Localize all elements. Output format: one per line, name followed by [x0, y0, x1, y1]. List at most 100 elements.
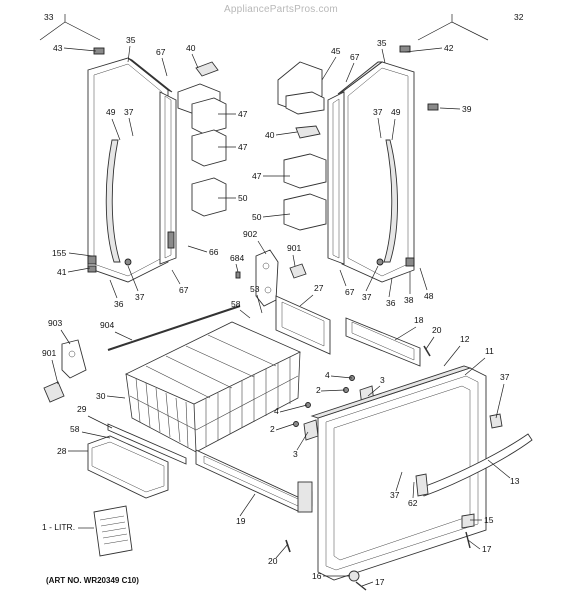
left-drawer-cover: [87, 435, 169, 499]
callout-leader: [111, 118, 121, 141]
right-dairy-door: [295, 125, 321, 139]
callout-leader: [275, 543, 289, 559]
callout-c35r: 35: [377, 38, 387, 48]
callout-c47c: 47: [252, 171, 262, 181]
right-door-bins: [277, 61, 327, 231]
callout-c42: 42: [444, 43, 454, 53]
callout-leader: [187, 245, 208, 253]
callout-leader: [106, 395, 126, 399]
callout-leader: [60, 329, 71, 345]
callout-leader: [495, 383, 505, 419]
callout-c1litr: 1 - LITR.: [42, 522, 75, 532]
callout-leader: [257, 240, 267, 255]
left-slide: [107, 423, 187, 465]
callout-leader: [412, 481, 415, 499]
callout-leader: [299, 294, 314, 307]
callout-leader: [67, 267, 91, 273]
callout-leader: [419, 267, 428, 291]
center-bracket: [275, 295, 331, 355]
callout-leader: [377, 117, 382, 139]
left-cable-parts: [43, 305, 241, 403]
callout-leader: [279, 404, 308, 413]
callout-leader: [114, 331, 133, 341]
callout-c4b: 4: [274, 406, 279, 416]
callout-c30: 30: [96, 391, 106, 401]
right-rail: [345, 317, 421, 367]
callout-leader: [87, 415, 113, 429]
callout-c33: 33: [44, 12, 54, 22]
callout-leader: [235, 263, 239, 273]
callout-leader: [275, 423, 295, 431]
callout-c901l: 901: [42, 348, 56, 358]
callout-leader: [292, 254, 296, 267]
callout-c18: 18: [414, 315, 424, 325]
callout-c27: 27: [314, 283, 324, 293]
callout-c17b: 17: [375, 577, 385, 587]
right-door-liner: [327, 91, 345, 265]
callout-leader: [487, 459, 511, 479]
callout-c47b: 47: [238, 142, 248, 152]
callout-leader: [296, 431, 309, 451]
callout-c2b: 2: [270, 424, 275, 434]
callout-leader: [345, 62, 355, 83]
callout-leader: [367, 385, 381, 397]
callout-c19: 19: [236, 516, 246, 526]
callout-c20b: 20: [268, 556, 278, 566]
callout-c47a: 47: [238, 109, 248, 119]
callout-leader: [388, 277, 393, 298]
right-door-handle: [383, 139, 398, 263]
callout-leader: [381, 48, 386, 64]
callout-c58a: 58: [231, 299, 241, 309]
literature-booklet: [93, 505, 133, 557]
callout-c4a: 4: [325, 370, 330, 380]
callout-c37r2: 37: [362, 292, 372, 302]
callout-leader: [404, 47, 443, 53]
callout-c48: 48: [424, 291, 434, 301]
callout-leader: [321, 56, 337, 81]
door-bottom-hinges: [87, 255, 415, 273]
small-hardware: [285, 345, 475, 591]
assembly-bracket-left: [39, 14, 101, 41]
right-door: [337, 45, 439, 283]
callout-c35l: 35: [126, 35, 136, 45]
callout-c40r: 40: [265, 130, 275, 140]
callout-c2a: 2: [316, 385, 321, 395]
callout-c37d: 37: [390, 490, 400, 500]
callout-c40l: 40: [186, 43, 196, 53]
callout-c3a: 3: [380, 375, 385, 385]
callout-c17a: 17: [482, 544, 492, 554]
callout-c67r: 67: [350, 52, 360, 62]
callout-leader: [239, 493, 256, 517]
callout-c904: 904: [100, 320, 114, 330]
left-door-bins: [177, 61, 227, 217]
callout-c67r2: 67: [345, 287, 355, 297]
callout-c20a: 20: [432, 325, 442, 335]
callout-leader: [81, 431, 111, 439]
callout-c39: 39: [462, 104, 472, 114]
callout-c16: 16: [312, 571, 322, 581]
callout-c28: 28: [57, 446, 67, 456]
callout-c38: 38: [404, 295, 414, 305]
callout-c36l: 36: [114, 299, 124, 309]
callout-leader: [439, 107, 461, 110]
art-number: (ART NO. WR20349 C10): [46, 576, 139, 585]
right-hinge-cap: [399, 45, 411, 53]
callout-c50a: 50: [238, 193, 248, 203]
callout-c901r: 901: [287, 243, 301, 253]
callout-c36r: 36: [386, 298, 396, 308]
callout-leader: [262, 213, 291, 218]
callout-c43: 43: [53, 43, 63, 53]
callout-c29: 29: [77, 404, 87, 414]
callout-leader: [256, 294, 263, 314]
watermark: AppliancePartsPros.com: [224, 4, 338, 15]
callout-c67l: 67: [156, 47, 166, 57]
callout-leader: [128, 117, 134, 137]
callout-c684: 684: [230, 253, 244, 263]
callout-c15: 15: [484, 515, 494, 525]
left-door: [87, 47, 173, 283]
callout-leader: [339, 269, 347, 287]
freezer-handle: [415, 413, 533, 497]
callout-leader: [361, 581, 374, 587]
